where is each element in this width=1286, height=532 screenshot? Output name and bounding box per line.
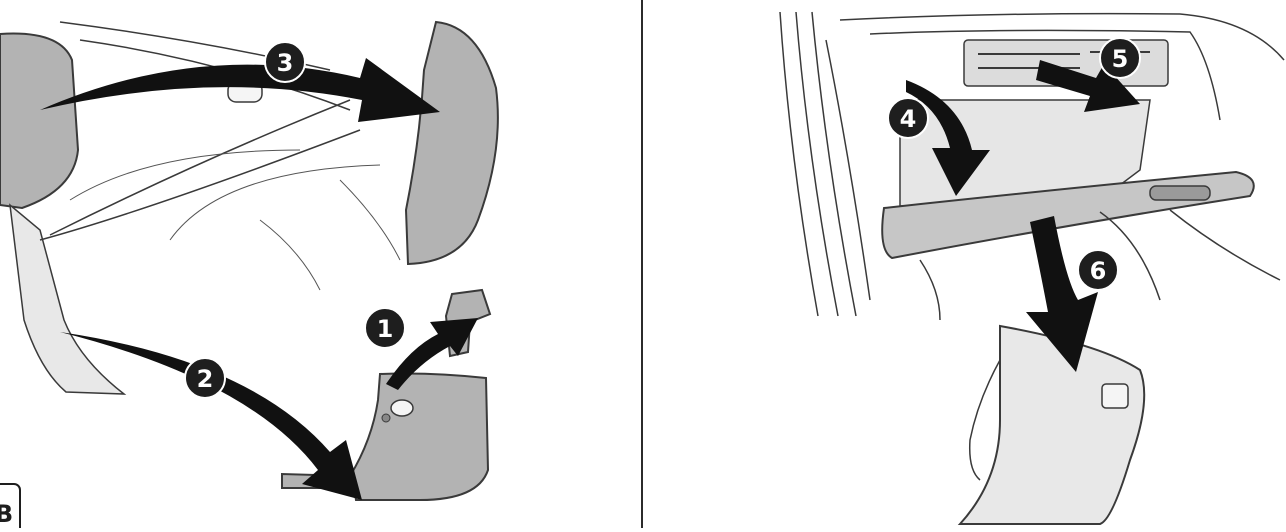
- lid-handle: [1150, 186, 1210, 200]
- removed-side-panel: [406, 22, 498, 264]
- removed-glovebox: [960, 326, 1144, 524]
- step-badge-1: 1: [365, 308, 405, 348]
- step-badge-4: 4: [888, 98, 928, 138]
- step-number-3: 3: [277, 49, 294, 77]
- left-illustration: [0, 22, 498, 500]
- step-number-5: 5: [1112, 45, 1129, 73]
- corner-label-box: B: [0, 484, 20, 528]
- step-number-6: 6: [1090, 257, 1107, 285]
- dashboard-outline: [40, 22, 360, 240]
- glovebox-latch-right: [1102, 384, 1128, 408]
- arrow-step-2: [60, 332, 362, 500]
- step-number-4: 4: [900, 105, 917, 133]
- step-number-2: 2: [197, 365, 214, 393]
- step-badge-2: 2: [185, 358, 225, 398]
- right-illustration: [780, 12, 1284, 524]
- step-badge-6: 6: [1078, 250, 1118, 290]
- dashboard-frame: [780, 12, 870, 316]
- a-pillar: [10, 205, 124, 394]
- step-number-1: 1: [377, 315, 394, 343]
- cover-screw: [382, 414, 390, 422]
- dashboard-inner-lines: [70, 150, 400, 290]
- step-badge-3: 3: [265, 42, 305, 82]
- step-badge-5: 5: [1100, 38, 1140, 78]
- cover-fastener: [391, 400, 413, 416]
- corner-label: B: [0, 500, 13, 528]
- side-trim-panel: [0, 34, 78, 208]
